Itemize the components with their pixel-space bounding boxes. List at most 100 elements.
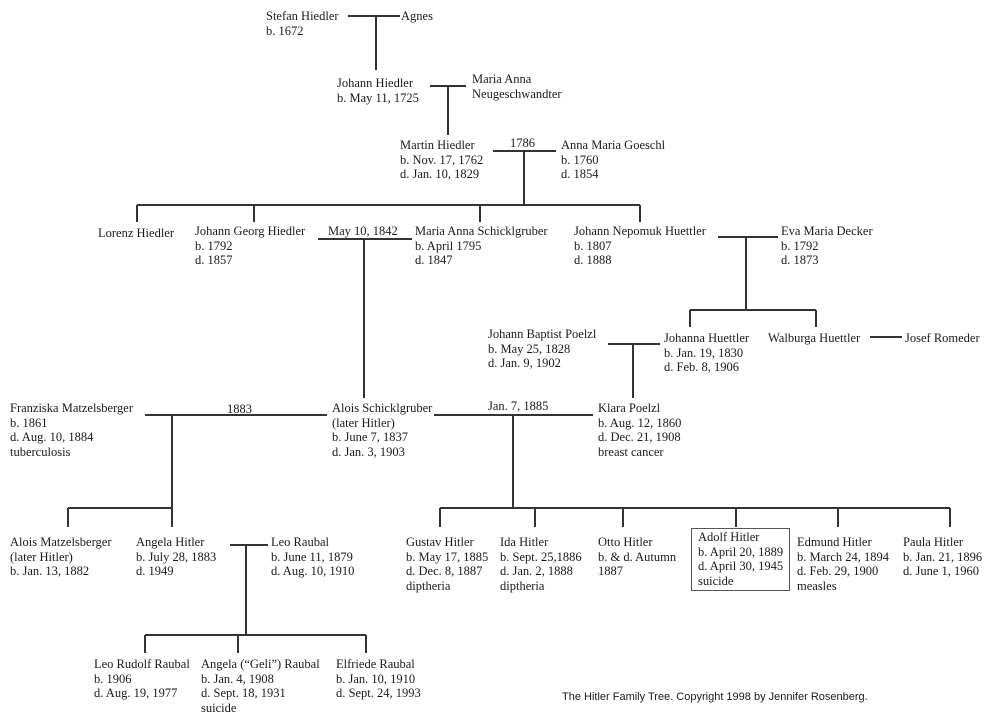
- person-josef-romeder: Josef Romeder: [905, 331, 980, 346]
- person-detail: b. Aug. 12, 1860: [598, 415, 682, 430]
- person-detail: b. May 25, 1828: [488, 341, 571, 356]
- person-johann-nepomuk-huettler: Johann Nepomuk Huettler b. 1807 d. 1888: [574, 224, 706, 268]
- person-detail: d. Aug. 10, 1910: [271, 564, 355, 578]
- marriage-date-label: Jan. 7, 1885: [488, 399, 549, 413]
- person-detail: Neugeschwandter: [472, 86, 562, 101]
- person-name: Johann Hiedler: [337, 76, 414, 90]
- person-agnes: Agnes: [401, 9, 433, 24]
- person-detail: d. 1857: [195, 253, 233, 267]
- person-detail: d. Jan. 3, 1903: [332, 444, 405, 459]
- person-name: Johanna Huettler: [664, 331, 750, 345]
- person-detail: d. Feb. 29, 1900: [797, 564, 879, 578]
- person-detail: measles: [797, 578, 837, 593]
- person-detail: diptheria: [500, 578, 545, 593]
- person-detail: d. 1949: [136, 564, 174, 578]
- person-detail: diptheria: [406, 578, 451, 593]
- person-detail: b. 1807: [574, 238, 612, 253]
- person-name: Johann Nepomuk Huettler: [574, 224, 706, 238]
- person-otto-hitler: Otto Hitler b. & d. Autumn 1887: [598, 535, 676, 579]
- person-detail: d. Dec. 21, 1908: [598, 430, 681, 444]
- person-name: Gustav Hitler: [406, 535, 474, 549]
- person-detail: d. June 1, 1960: [903, 564, 980, 578]
- person-gustav-hitler: Gustav Hitler b. May 17, 1885 d. Dec. 8,…: [406, 535, 488, 593]
- person-name: Otto Hitler: [598, 535, 653, 549]
- person-detail: b. July 28, 1883: [136, 549, 217, 564]
- person-geli-raubal: Angela (“Geli”) Raubal b. Jan. 4, 1908 d…: [201, 657, 320, 715]
- person-detail: d. Sept. 18, 1931: [201, 686, 286, 700]
- person-detail: 1887: [598, 564, 623, 578]
- person-name: Klara Poelzl: [598, 401, 661, 415]
- person-detail: d. Feb. 8, 1906: [664, 360, 739, 374]
- person-detail: d. 1888: [574, 253, 612, 267]
- person-name: Maria Anna: [472, 72, 532, 86]
- person-detail: d. April 30, 1945: [698, 559, 784, 573]
- person-detail: b. 1672: [266, 23, 304, 38]
- person-johann-baptist-poelzl: Johann Baptist Poelzl b. May 25, 1828 d.…: [488, 327, 596, 371]
- person-detail: suicide: [698, 573, 734, 588]
- person-name: Angela Hitler: [136, 535, 205, 549]
- person-name: Josef Romeder: [905, 331, 980, 345]
- person-adolf-hitler-highlight-box: Adolf Hitler b. April 20, 1889 d. April …: [691, 528, 791, 591]
- copyright-caption: The Hitler Family Tree. Copyright 1998 b…: [562, 691, 868, 703]
- person-name: Martin Hiedler: [400, 138, 475, 152]
- person-name: Elfriede Raubal: [336, 657, 415, 671]
- person-name: Alois Matzelsberger: [10, 535, 112, 549]
- person-name: Leo Raubal: [271, 535, 329, 549]
- person-name: Franziska Matzelsberger: [10, 401, 133, 415]
- person-detail: b. June 11, 1879: [271, 549, 353, 564]
- marriage-date-label: May 10, 1842: [328, 224, 398, 238]
- person-paula-hitler: Paula Hitler b. Jan. 21, 1896 d. June 1,…: [903, 535, 982, 579]
- person-detail: (later Hitler): [332, 415, 395, 430]
- person-detail: b. Jan. 4, 1908: [201, 671, 274, 686]
- person-stefan-hiedler: Stefan Hiedler b. 1672: [266, 9, 339, 38]
- person-detail: b. 1760: [561, 152, 599, 167]
- person-detail: b. May 11, 1725: [337, 90, 419, 105]
- person-detail: b. & d. Autumn: [598, 549, 677, 564]
- person-name: Leo Rudolf Raubal: [94, 657, 190, 671]
- person-detail: d. Jan. 10, 1829: [400, 167, 480, 181]
- person-angela-hitler: Angela Hitler b. July 28, 1883 d. 1949: [136, 535, 216, 579]
- person-name: Anna Maria Goeschl: [561, 138, 666, 152]
- person-lorenz-hiedler: Lorenz Hiedler: [98, 226, 174, 241]
- person-detail: d. 1847: [415, 253, 453, 267]
- person-detail: suicide: [201, 700, 237, 715]
- person-detail: d. Sept. 24, 1993: [336, 686, 421, 700]
- person-edmund-hitler: Edmund Hitler b. March 24, 1894 d. Feb. …: [797, 535, 889, 593]
- person-detail: b. May 17, 1885: [406, 549, 489, 564]
- person-detail: b. April 20, 1889: [698, 544, 784, 559]
- person-name: Edmund Hitler: [797, 535, 872, 549]
- person-name: Maria Anna Schicklgruber: [415, 224, 548, 238]
- person-detail: b. Jan. 13, 1882: [10, 564, 90, 578]
- person-name: Lorenz Hiedler: [98, 226, 175, 240]
- person-johanna-huettler: Johanna Huettler b. Jan. 19, 1830 d. Feb…: [664, 331, 749, 375]
- person-detail: d. Aug. 19, 1977: [94, 686, 178, 700]
- person-maria-anna-neugeschwandter: Maria Anna Neugeschwandter: [472, 72, 562, 101]
- person-detail: b. Sept. 25,1886: [500, 549, 582, 564]
- person-detail: breast cancer: [598, 444, 664, 459]
- person-detail: b. 1861: [10, 415, 48, 430]
- person-detail: d. Aug. 10, 1884: [10, 430, 94, 444]
- person-detail: b. 1792: [195, 238, 233, 253]
- person-name: Agnes: [401, 9, 433, 23]
- person-detail: (later Hitler): [10, 549, 73, 564]
- person-name: Angela (“Geli”) Raubal: [201, 657, 320, 671]
- person-detail: d. Jan. 2, 1888: [500, 564, 573, 578]
- person-detail: b. Jan. 19, 1830: [664, 345, 744, 360]
- person-johann-georg-hiedler: Johann Georg Hiedler b. 1792 d. 1857: [195, 224, 305, 268]
- person-ida-hitler: Ida Hitler b. Sept. 25,1886 d. Jan. 2, 1…: [500, 535, 582, 593]
- person-detail: b. April 1795: [415, 238, 482, 253]
- person-detail: b. Jan. 21, 1896: [903, 549, 983, 564]
- marriage-year-label: 1786: [510, 136, 535, 150]
- person-detail: b. March 24, 1894: [797, 549, 889, 564]
- person-franziska-matzelsberger: Franziska Matzelsberger b. 1861 d. Aug. …: [10, 401, 133, 459]
- person-name: Johann Baptist Poelzl: [488, 327, 597, 341]
- person-name: Adolf Hitler: [698, 530, 760, 544]
- person-anna-maria-goeschl: Anna Maria Goeschl b. 1760 d. 1854: [561, 138, 665, 182]
- person-elfriede-raubal: Elfriede Raubal b. Jan. 10, 1910 d. Sept…: [336, 657, 421, 701]
- person-klara-poelzl: Klara Poelzl b. Aug. 12, 1860 d. Dec. 21…: [598, 401, 681, 459]
- person-detail: b. June 7, 1837: [332, 430, 409, 444]
- person-detail: b. Jan. 10, 1910: [336, 671, 416, 686]
- person-leo-raubal: Leo Raubal b. June 11, 1879 d. Aug. 10, …: [271, 535, 354, 579]
- person-name: Eva Maria Decker: [781, 224, 873, 238]
